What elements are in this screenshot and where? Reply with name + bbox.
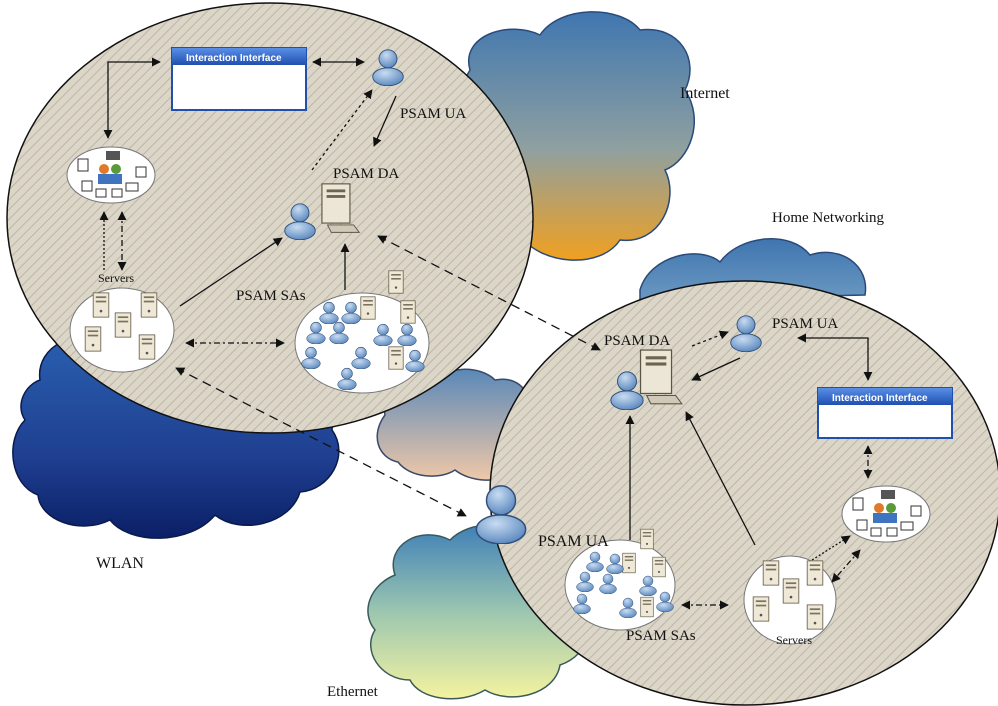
right-devices-group-icon (841, 485, 931, 543)
cross-network-arrows (175, 235, 601, 517)
left-devices-group-icon (66, 146, 156, 204)
left-psam-da-label: PSAM DA (333, 166, 399, 182)
right-servers-group (743, 555, 837, 645)
home-networking-label: Home Networking (772, 210, 885, 226)
right-psam-sas-label: PSAM SAs (626, 628, 696, 644)
left-servers-group (69, 287, 175, 373)
right-arrows (625, 330, 873, 610)
right-interaction-interface-title: Interaction Interface (832, 393, 928, 404)
right-psam-da-label: PSAM DA (604, 333, 670, 349)
wlan-label: WLAN (96, 555, 144, 572)
left-interaction-interface: Interaction Interface (171, 47, 307, 111)
left-psam-ua-label: PSAM UA (400, 106, 466, 122)
right-servers-label: Servers (776, 633, 812, 647)
right-interaction-interface: Interaction Interface (817, 387, 953, 439)
left-interaction-interface-title: Interaction Interface (186, 53, 282, 64)
left-psam-sas-label: PSAM SAs (236, 288, 306, 304)
right-psam-sas-group (564, 528, 676, 631)
left-servers-label: Servers (98, 271, 134, 285)
left-arrows (99, 57, 397, 348)
ethernet-label: Ethernet (327, 684, 379, 700)
external-psam-ua-label: PSAM UA (538, 533, 609, 550)
internet-label: Internet (680, 85, 730, 102)
right-psam-ua-label: PSAM UA (772, 316, 838, 332)
